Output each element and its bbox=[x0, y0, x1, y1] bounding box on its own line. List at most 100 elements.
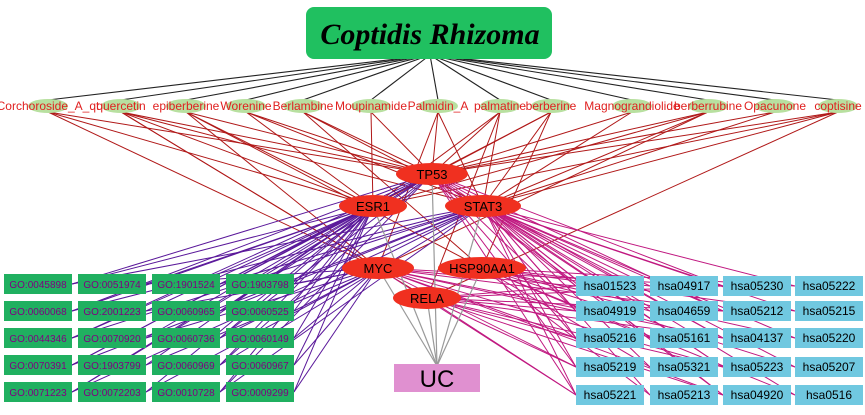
edge-target-pathway bbox=[482, 205, 577, 396]
compound-node: Worenine bbox=[220, 99, 272, 113]
go-box bbox=[4, 355, 72, 375]
go-label: GO:0044346 bbox=[9, 334, 67, 345]
edge-target-go bbox=[293, 267, 379, 393]
go-node: GO:0051974 bbox=[78, 274, 146, 294]
target-label: MYC bbox=[364, 261, 393, 276]
go-label: GO:0060967 bbox=[231, 361, 289, 372]
target-node: STAT3 bbox=[445, 195, 521, 217]
go-node: GO:0060967 bbox=[226, 355, 294, 375]
edge-title-compound bbox=[429, 54, 709, 101]
edge-target-pathway bbox=[377, 267, 577, 368]
pathway-box bbox=[576, 276, 644, 296]
target-ellipse bbox=[393, 287, 461, 309]
pathway-node: hsa05221 bbox=[576, 385, 644, 405]
edge-target-go bbox=[71, 205, 484, 285]
go-node: GO:0060068 bbox=[4, 301, 72, 321]
edge-target-uc bbox=[431, 173, 438, 367]
compound-label: berberine bbox=[526, 99, 577, 113]
target-ellipse bbox=[445, 195, 521, 217]
go-box bbox=[226, 301, 294, 321]
go-node: GO:1903799 bbox=[78, 355, 146, 375]
target-label: STAT3 bbox=[464, 199, 503, 214]
pathway-label: hsa05215 bbox=[803, 304, 856, 318]
edge-target-go bbox=[293, 205, 374, 393]
go-node: GO:0072203 bbox=[78, 382, 146, 402]
compound-label: Corchoroside_A_qt bbox=[0, 99, 100, 113]
go-label: GO:0060965 bbox=[157, 307, 215, 318]
edge-compound-target bbox=[431, 111, 633, 175]
edge-target-pathway bbox=[481, 267, 651, 368]
compound-label: coptisine bbox=[814, 99, 862, 113]
go-box bbox=[226, 274, 294, 294]
go-node: GO:0060525 bbox=[226, 301, 294, 321]
target-ellipse bbox=[396, 163, 468, 185]
pathway-node: hsa05215 bbox=[795, 301, 863, 321]
go-label: GO:1903798 bbox=[231, 280, 289, 291]
target-label: TP53 bbox=[416, 167, 447, 182]
edge-target-uc bbox=[436, 205, 484, 367]
pathway-label: hsa05222 bbox=[803, 279, 856, 293]
go-box bbox=[78, 274, 146, 294]
edge-target-uc bbox=[372, 205, 438, 367]
pathway-box bbox=[723, 357, 791, 377]
target-ellipse bbox=[339, 195, 407, 217]
go-box bbox=[226, 328, 294, 348]
edge-title-compound bbox=[429, 54, 839, 101]
go-label: GO:0009299 bbox=[231, 388, 289, 399]
pathway-box bbox=[650, 301, 718, 321]
pathway-label: hsa05219 bbox=[584, 360, 637, 374]
pathway-box bbox=[795, 328, 863, 348]
compound-ellipse bbox=[226, 99, 266, 113]
pathway-label: hsa05223 bbox=[731, 360, 784, 374]
target-node: MYC bbox=[342, 257, 414, 279]
go-label: GO:0060525 bbox=[231, 307, 289, 318]
pathway-node: hsa05223 bbox=[723, 357, 791, 377]
pathway-node: hsa04917 bbox=[650, 276, 718, 296]
compound-node: Corchoroside_A_qt bbox=[0, 99, 100, 113]
pathway-label: hsa05216 bbox=[584, 331, 637, 345]
pathway-box bbox=[795, 385, 863, 405]
uc-label: UC bbox=[420, 366, 455, 393]
edge-title-compound bbox=[429, 54, 439, 101]
go-node: GO:0070920 bbox=[78, 328, 146, 348]
edge-compound-target bbox=[482, 111, 776, 207]
compound-node: palmatine bbox=[474, 99, 526, 113]
pathway-box bbox=[576, 357, 644, 377]
go-box bbox=[4, 328, 72, 348]
edge-compound-target bbox=[370, 111, 374, 207]
compound-ellipse bbox=[351, 99, 391, 113]
pathway-label: hsa05230 bbox=[731, 279, 784, 293]
pathway-node: hsa05213 bbox=[650, 385, 718, 405]
edge-compound-target bbox=[120, 111, 374, 207]
edge-compound-target bbox=[372, 111, 501, 207]
edge-compound-target bbox=[47, 111, 374, 207]
edge-compound-target bbox=[47, 111, 379, 269]
edge-target-go bbox=[71, 173, 433, 285]
compound-label: quercetin bbox=[96, 99, 145, 113]
pathway-box bbox=[795, 301, 863, 321]
edge-compound-target bbox=[245, 111, 374, 207]
target-node: HSP90AA1 bbox=[438, 257, 526, 279]
pathway-node: hsa05161 bbox=[650, 328, 718, 348]
edge-title-compound bbox=[47, 54, 431, 101]
compound-node: Berlambine bbox=[273, 99, 334, 113]
edge-target-pathway bbox=[426, 297, 577, 368]
compound-label: Berlambine bbox=[273, 99, 334, 113]
edge-compound-target bbox=[482, 111, 633, 207]
edge-title-compound bbox=[429, 54, 776, 101]
target-label: RELA bbox=[410, 291, 444, 306]
compound-ellipse bbox=[818, 99, 858, 113]
edge-title-compound bbox=[370, 54, 431, 101]
title-node: Coptidis Rhizoma bbox=[306, 7, 552, 59]
go-node: GO:0045898 bbox=[4, 274, 72, 294]
go-node: GO:0070391 bbox=[4, 355, 72, 375]
go-node: GO:0060149 bbox=[226, 328, 294, 348]
edge-target-pathway bbox=[426, 297, 724, 368]
compound-label: Opacunone bbox=[744, 99, 806, 113]
edge-target-go bbox=[219, 205, 484, 285]
go-node: GO:2001223 bbox=[78, 301, 146, 321]
pathway-label: hsa01523 bbox=[584, 279, 637, 293]
pathway-box bbox=[795, 357, 863, 377]
target-ellipse bbox=[438, 257, 526, 279]
go-box bbox=[78, 382, 146, 402]
